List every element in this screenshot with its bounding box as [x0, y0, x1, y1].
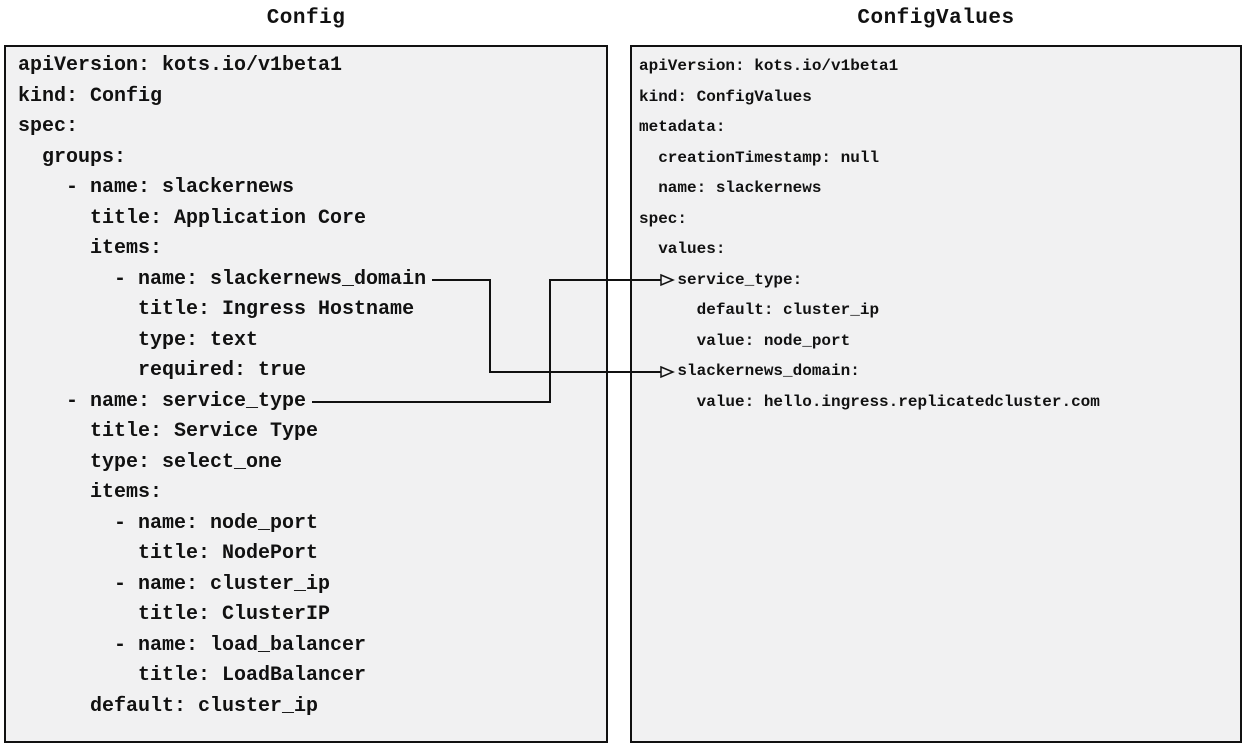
code-line: metadata:: [639, 118, 726, 136]
code-line-slackernews-domain-value: slackernews_domain:: [639, 362, 860, 380]
code-line: name: slackernews: [639, 179, 822, 197]
code-line-slackernews-domain: - name: slackernews_domain: [18, 267, 427, 291]
code-line: - name: load_balancer: [18, 633, 367, 657]
configvalues-panel-title: ConfigValues: [857, 7, 1015, 30]
code-line: required: true: [18, 359, 307, 382]
code-line: - name: slackernews: [18, 176, 295, 199]
code-line: items:: [18, 237, 163, 260]
code-line: type: select_one: [18, 450, 283, 474]
code-line: default: cluster_ip: [18, 694, 319, 718]
code-line: kind: ConfigValues: [639, 87, 812, 106]
code-line: - name: cluster_ip: [18, 572, 331, 596]
code-line: apiVersion: kots.io/v1beta1: [639, 57, 899, 75]
config-code-panel: apiVersion: kots.io/v1beta1 kind: Config…: [4, 45, 608, 743]
code-line: title: LoadBalancer: [18, 664, 367, 687]
code-line: spec:: [18, 115, 79, 138]
code-line: value: hello.ingress.replicatedcluster.c…: [639, 392, 1100, 411]
code-line-service-type-value: service_type:: [639, 270, 803, 289]
code-line: groups:: [18, 145, 127, 169]
code-line: creationTimestamp: null: [639, 148, 880, 167]
code-line: default: cluster_ip: [639, 301, 880, 319]
code-line: values:: [639, 240, 726, 258]
configvalues-code-panel: apiVersion: kots.io/v1beta1 kind: Config…: [630, 45, 1242, 743]
code-line: kind: Config: [18, 84, 163, 108]
code-line-service-type: - name: service_type: [18, 389, 307, 413]
code-line: title: NodePort: [18, 542, 319, 565]
code-line: value: node_port: [639, 331, 851, 350]
config-panel-title: Config: [266, 7, 346, 30]
code-line: title: Ingress Hostname: [18, 298, 415, 321]
code-line: apiVersion: kots.io/v1beta1: [18, 54, 343, 77]
code-line: items:: [18, 481, 163, 504]
code-line: title: ClusterIP: [18, 603, 331, 626]
code-line: - name: node_port: [18, 511, 319, 535]
code-line: type: text: [18, 328, 259, 352]
code-line: title: Service Type: [18, 420, 319, 443]
code-line: spec:: [639, 209, 688, 228]
code-line: title: Application Core: [18, 206, 367, 230]
